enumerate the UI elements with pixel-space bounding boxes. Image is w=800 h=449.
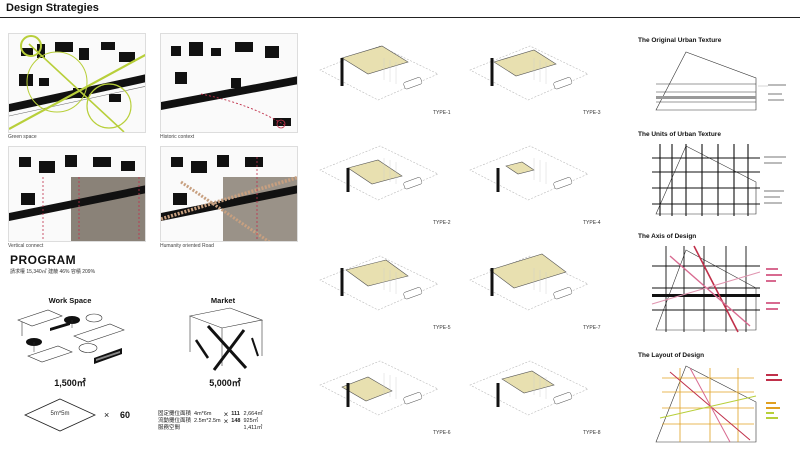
market-area: 5,000㎡ [209, 378, 241, 388]
isometric-type-diagram [462, 250, 592, 322]
isometric-type-diagram [312, 40, 442, 112]
area-table-cell-area: 2,664㎡ [243, 411, 263, 417]
program-stats: 請求權 15,340㎡ 建蔽 46% 容積 209% [10, 269, 96, 275]
analysis-layout [650, 362, 790, 446]
header-bar [0, 0, 800, 18]
area-table-cell-area: 1,411㎡ [243, 425, 263, 431]
area-table-row: 服務空間 1,411㎡ [158, 425, 266, 432]
area-table-cell-size: 2.5m*2.5m [194, 418, 221, 424]
area-table-cell-name: 固定攤位面積 [158, 411, 192, 417]
site-map-caption: Historic context [160, 134, 195, 140]
isometric-type-diagram [462, 140, 592, 212]
type-label: TYPE-8 [583, 430, 601, 436]
type-label: TYPE-2 [433, 220, 451, 226]
type-label: TYPE-6 [433, 430, 451, 436]
market-illustration [180, 306, 272, 374]
site-map-caption: Vertical connect [8, 243, 44, 249]
analysis-title: The Layout of Design [638, 352, 705, 359]
analysis-axis [650, 244, 790, 334]
module-count: 60 [120, 410, 131, 420]
work-space-area: 1,500㎡ [54, 378, 86, 388]
module-times: × [104, 410, 110, 420]
type-label: TYPE-7 [583, 325, 601, 331]
site-map-historic [160, 33, 298, 133]
area-table-cell-size [194, 425, 224, 432]
analysis-title: The Original Urban Texture [638, 37, 722, 44]
page-title: Design Strategies [6, 2, 99, 14]
site-map-caption: Humanity oriented Road [160, 243, 214, 249]
isometric-type-diagram [312, 355, 442, 427]
type-label: TYPE-3 [583, 110, 601, 116]
module-label: 5m*5m [50, 411, 70, 417]
area-table-cell-count: 148 [231, 418, 241, 424]
analysis-title: The Axis of Design [638, 233, 697, 240]
area-table-cell-area: 925㎡ [243, 418, 259, 424]
isometric-type-diagram [462, 355, 592, 427]
market-label: Market [210, 296, 236, 305]
area-table-cell-count [231, 425, 243, 432]
area-table-cell-times: × [223, 417, 229, 426]
site-map-green-space [8, 33, 146, 133]
isometric-type-diagram [312, 250, 442, 322]
site-map-humanity-road [160, 146, 298, 242]
type-label: TYPE-5 [433, 325, 451, 331]
isometric-type-diagram [462, 40, 592, 112]
module-diamond [24, 398, 96, 432]
analysis-units-texture [650, 142, 790, 218]
work-space-label: Work Space [48, 296, 92, 305]
type-label: TYPE-4 [583, 220, 601, 226]
isometric-type-diagram [312, 140, 442, 212]
analysis-original-texture [650, 48, 790, 114]
area-table-cell-size: 4m*6m [194, 411, 212, 417]
area-table-cell-times [224, 425, 232, 432]
type-label: TYPE-1 [433, 110, 451, 116]
program-title: PROGRAM [10, 253, 77, 267]
area-table-cell-name: 流動攤位面積 [158, 418, 192, 424]
area-table-cell-count: 111 [231, 411, 240, 417]
site-map-vertical [8, 146, 146, 242]
area-table-cell-name: 服務空間 [158, 425, 181, 431]
area-table-cell-times: × [223, 410, 229, 419]
work-space-illustration [14, 306, 132, 374]
site-map-caption: Green space [8, 134, 37, 140]
analysis-title: The Units of Urban Texture [638, 131, 721, 138]
